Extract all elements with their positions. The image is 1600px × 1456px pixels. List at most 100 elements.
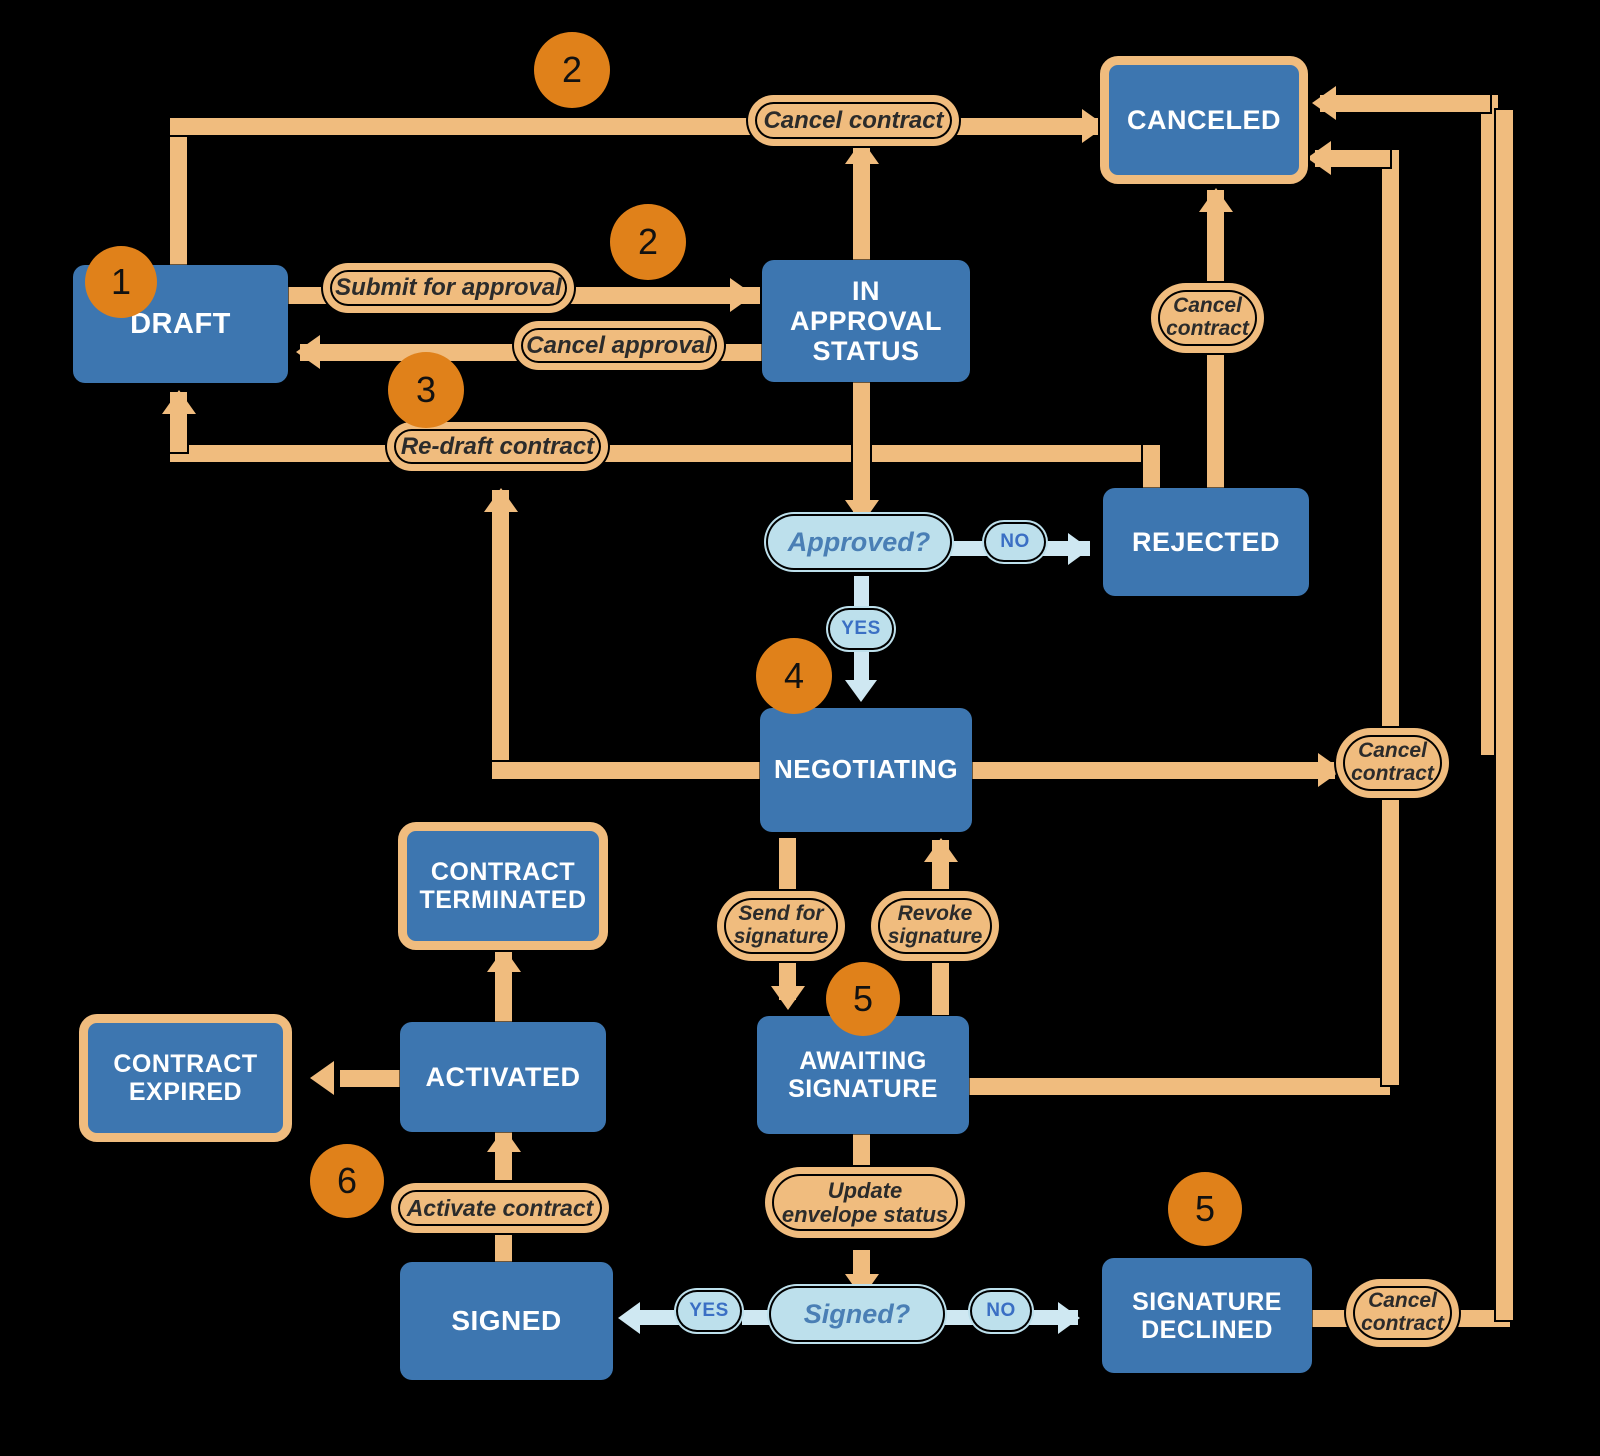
edge-cancel-declined-out	[1450, 1310, 1510, 1327]
edge-submit-to-inapproval	[565, 287, 760, 304]
edge-negotiating-to-redraft-horizontal	[492, 762, 762, 779]
badge-step-6: 6	[310, 1144, 384, 1218]
transition-revoke-line2: signature	[887, 925, 983, 948]
arrowhead-to-terminated	[487, 948, 521, 972]
badge-step-2-top: 2	[534, 32, 610, 108]
transition-cancel-contract-rejected[interactable]: Cancel contract	[1160, 292, 1255, 344]
badge-step-3-number: 3	[415, 369, 437, 410]
decision-signed[interactable]: Signed?	[771, 1288, 943, 1340]
transition-cancel-rejected-line1: Cancel	[1173, 294, 1242, 318]
edge-inapproval-to-approved	[853, 382, 870, 512]
badge-step-6-number: 6	[336, 1160, 358, 1201]
transition-revoke-signature[interactable]: Revoke signature	[880, 900, 990, 952]
state-signature-declined[interactable]: SIGNATURE DECLINED	[1102, 1258, 1312, 1373]
badge-step-2-mid: 2	[610, 204, 686, 280]
state-declined-line1: SIGNATURE	[1132, 1287, 1282, 1316]
transition-cancel-contract-top[interactable]: Cancel contract	[757, 104, 950, 137]
edge-cancel-to-canceled-vertical	[1207, 190, 1224, 285]
state-in-approval-line1: IN	[852, 275, 880, 306]
state-signed-label: SIGNED	[451, 1305, 562, 1337]
arrowhead-canceled-bottom	[1199, 188, 1233, 212]
edge-redraft-horizontal-right	[600, 445, 1160, 462]
badge-step-4-number: 4	[783, 655, 805, 696]
edge-negotiating-to-redraft-vertical	[492, 490, 509, 770]
branch-signed-yes-label: YES	[689, 1300, 729, 1321]
state-in-approval-status[interactable]: IN APPROVAL STATUS	[762, 260, 970, 382]
state-rejected[interactable]: REJECTED	[1103, 488, 1309, 596]
edge-right-column-to-canceled	[1320, 95, 1490, 112]
arrowhead-to-negotiating-revoke	[924, 838, 958, 862]
edge-draft-to-cancel-vertical	[170, 118, 187, 278]
transition-activate-contract[interactable]: Activate contract	[400, 1192, 600, 1224]
badge-step-5-bottom: 5	[1168, 1172, 1242, 1246]
badge-step-3: 3	[388, 352, 464, 428]
state-canceled[interactable]: CANCELED	[1100, 56, 1308, 184]
state-declined-line2: DECLINED	[1141, 1315, 1273, 1344]
branch-approved-yes-label: YES	[841, 618, 881, 639]
state-signed[interactable]: SIGNED	[400, 1262, 613, 1380]
arrowhead-canceled-right-mid	[1307, 141, 1331, 175]
transition-update-line2: envelope status	[781, 1201, 949, 1227]
branch-signed-no[interactable]: NO	[972, 1292, 1030, 1330]
arrowhead-to-inapproval	[730, 278, 754, 312]
state-rejected-label: REJECTED	[1131, 526, 1281, 557]
edge-cancel-to-canceled	[950, 118, 1100, 135]
state-activated[interactable]: ACTIVATED	[400, 1022, 606, 1132]
transition-submit-for-approval[interactable]: Submit for approval	[332, 272, 565, 304]
state-activated-label: ACTIVATED	[425, 1061, 581, 1092]
state-contract-terminated[interactable]: CONTRACT TERMINATED	[398, 822, 608, 950]
decision-approved[interactable]: Approved?	[768, 516, 950, 568]
branch-approved-no-label: NO	[1000, 531, 1030, 552]
transition-cancel-approval[interactable]: Cancel approval	[523, 330, 715, 361]
transition-cancel-declined-line2: contract	[1361, 1312, 1444, 1335]
transition-cancel-approval-label: Cancel approval	[526, 331, 712, 359]
state-contract-expired[interactable]: CONTRACT EXPIRED	[79, 1014, 292, 1142]
edge-awaiting-to-update	[853, 1130, 870, 1180]
arrowhead-to-draft-cancelapproval	[296, 335, 320, 369]
arrowhead-canceled-right-top	[1312, 86, 1336, 120]
state-awaiting-line2: SIGNATURE	[788, 1075, 938, 1103]
branch-approved-yes[interactable]: YES	[830, 610, 892, 648]
branch-signed-no-label: NO	[986, 1300, 1016, 1321]
transition-cancel-negotiating-line2: contract	[1351, 762, 1434, 785]
edge-signed-to-activate	[495, 1230, 512, 1270]
arrowhead-to-signed	[618, 1302, 640, 1334]
state-terminated-line1: CONTRACT	[430, 858, 576, 886]
state-draft-label: DRAFT	[130, 307, 231, 340]
edge-redraft-horizontal-left	[170, 445, 395, 462]
transition-redraft-contract[interactable]: Re-draft contract	[396, 431, 599, 462]
state-expired-line1: CONTRACT	[113, 1050, 258, 1078]
transition-send-line1: Send for	[738, 902, 824, 926]
transition-update-envelope-status[interactable]: Update envelope status	[774, 1176, 956, 1229]
arrowhead-cancel-top	[845, 140, 879, 164]
transition-cancel-rejected-line2: contract	[1166, 317, 1249, 340]
edge-negotiating-to-send	[779, 838, 796, 903]
edge-signedq-yes	[742, 1310, 777, 1325]
arrowhead-redraft-stadium	[484, 488, 518, 512]
transition-submit-for-approval-label: Submit for approval	[335, 274, 562, 302]
state-negotiating-label: NEGOTIATING	[773, 754, 959, 785]
transition-cancel-contract-negotiating[interactable]: Cancel contract	[1345, 737, 1440, 789]
badge-step-2-top-number: 2	[561, 49, 583, 90]
edge-inapproval-to-draft	[300, 344, 525, 361]
branch-signed-yes[interactable]: YES	[678, 1292, 740, 1330]
arrowhead-cancel-right	[1318, 753, 1342, 787]
edge-negotiating-to-cancel-right	[960, 762, 1335, 779]
transition-send-for-signature[interactable]: Send for signature	[726, 900, 836, 952]
branch-approved-no[interactable]: NO	[986, 524, 1044, 560]
edge-rejected-to-cancel-vertical	[1207, 355, 1224, 500]
badge-step-4: 4	[756, 638, 832, 714]
badge-step-5-bottom-number: 5	[1194, 1188, 1216, 1229]
badge-step-1: 1	[85, 246, 157, 318]
arrowhead-to-awaiting	[771, 986, 805, 1010]
badge-step-2-mid-number: 2	[637, 221, 659, 262]
arrowhead-to-expired	[310, 1061, 334, 1095]
decision-approved-label: Approved?	[787, 526, 931, 557]
transition-cancel-negotiating-line1: Cancel	[1358, 739, 1427, 763]
transition-update-line1: Update	[827, 1177, 903, 1203]
state-negotiating[interactable]: NEGOTIATING	[760, 708, 972, 832]
transition-cancel-contract-declined[interactable]: Cancel contract	[1355, 1288, 1450, 1338]
edge-declined-far-right-vertical	[1496, 110, 1513, 1320]
edge-cancelapproval-to-draft	[715, 344, 765, 361]
